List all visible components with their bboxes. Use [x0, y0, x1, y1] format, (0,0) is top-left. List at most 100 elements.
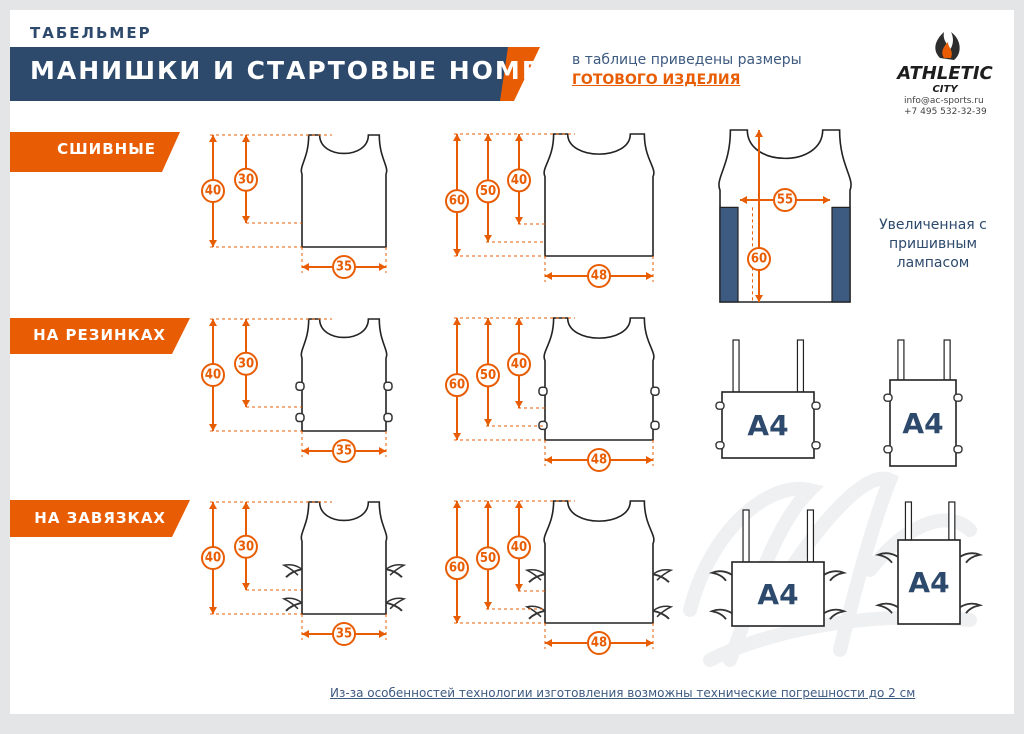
dim-small-height-armpit-circle	[234, 351, 258, 376]
contact-email[interactable]: info@ac-sports.ru	[904, 96, 984, 106]
bib-strap	[897, 339, 905, 381]
tie-right	[652, 573, 670, 583]
bib-strap	[948, 501, 956, 541]
dim-large-height-full-circle	[445, 556, 469, 581]
dim-small-height-armpit-circle	[234, 167, 258, 192]
elastic-loop-right	[383, 412, 393, 423]
dim-small-width-circle	[332, 255, 356, 279]
large-vest	[543, 133, 655, 257]
arrow-up-icon	[515, 134, 523, 141]
dim-large-height-armpit: 40	[511, 540, 527, 555]
elastic-loop-right	[811, 441, 821, 450]
dim-enlarged-height: 60	[751, 252, 767, 267]
arrow-up-icon	[209, 319, 217, 326]
arrow-down-icon	[515, 584, 523, 591]
logo-text: ATHLETIC	[895, 63, 993, 84]
dim-large-height-mid-circle	[476, 363, 500, 388]
arrow-up-icon	[755, 130, 763, 137]
arrow-right-icon	[823, 196, 830, 204]
tie-left	[285, 568, 303, 578]
arrow-down-icon	[242, 583, 250, 590]
dim-large-width-circle	[587, 631, 611, 655]
contact-phone[interactable]: +7 495 532-32-39	[904, 107, 987, 117]
small-vest	[300, 318, 388, 432]
flame-icon	[935, 32, 960, 60]
arrow-up-icon	[242, 502, 250, 509]
dim-large-height-armpit-circle	[507, 535, 531, 560]
arrow-up-icon	[453, 134, 461, 141]
tie-right	[652, 609, 670, 620]
bib-strap	[796, 339, 805, 393]
arrow-left-icon	[545, 639, 552, 647]
dim-large-height-full: 60	[449, 194, 465, 209]
dim-large-height-armpit-circle	[507, 168, 531, 193]
dim-enlarged-width-circle	[773, 188, 797, 212]
elastic-loop-left	[883, 445, 893, 454]
dim-large-height-full-circle	[445, 373, 469, 398]
arrow-up-icon	[209, 502, 217, 509]
dim-small-height-full-circle	[201, 546, 225, 570]
brand-logo: ATHLETIC CITY	[895, 32, 994, 95]
arrow-right-icon	[646, 456, 653, 464]
dim-large-height-armpit: 40	[511, 357, 527, 372]
bib-strap	[732, 339, 740, 393]
dim-small-height-full-circle	[201, 179, 225, 203]
arrow-right-icon	[646, 272, 653, 280]
dim-large-height-full: 60	[449, 561, 465, 576]
tie-right	[385, 568, 403, 578]
arrow-up-icon	[515, 501, 523, 508]
arrow-down-icon	[484, 419, 492, 426]
dim-small-height-armpit: 30	[238, 172, 254, 187]
row-label-elastic: НА РЕЗИНКАХ	[33, 326, 166, 344]
elastic-loop-left	[538, 386, 548, 396]
elastic-loop-right	[650, 386, 660, 396]
row-banner-1	[10, 132, 180, 172]
arrow-down-icon	[755, 295, 763, 302]
dim-large-height-mid-circle	[476, 546, 500, 571]
elastic-loop-right	[953, 445, 963, 454]
elastic-loop-left	[295, 381, 305, 391]
small-vest	[300, 134, 388, 248]
side-stripe-left	[719, 206, 739, 303]
arrow-up-icon	[242, 319, 250, 326]
arrow-right-icon	[379, 447, 386, 455]
dim-small-width: 35	[336, 260, 352, 275]
dim-enlarged-height-circle	[747, 247, 771, 271]
bib-label: A4	[902, 407, 943, 440]
arrow-up-icon	[484, 501, 492, 508]
elastic-loop-left	[715, 441, 725, 450]
arrow-up-icon	[515, 318, 523, 325]
tie-right	[823, 608, 848, 620]
tie-right	[959, 602, 984, 614]
dim-small-height-full: 40	[205, 184, 221, 199]
dim-large-width: 48	[591, 269, 607, 284]
dim-small-height-full: 40	[205, 551, 221, 566]
dim-large-height-full: 60	[449, 378, 465, 393]
arrow-up-icon	[484, 318, 492, 325]
arrow-down-icon	[515, 401, 523, 408]
arrow-up-icon	[242, 135, 250, 142]
arrow-up-icon	[453, 501, 461, 508]
note-line-2: ГОТОВОГО ИЗДЕЛИЯ	[572, 72, 741, 88]
dim-small-height-armpit: 30	[238, 356, 254, 371]
size-chart-page: ТАБЕЛЬМЕР МАНИШКИ И СТАРТОВЫЕ НОМЕРА в т…	[10, 10, 1014, 714]
row-banners	[10, 132, 190, 537]
arrow-left-icon	[545, 456, 552, 464]
large-vest	[543, 317, 655, 441]
arrow-down-icon	[515, 217, 523, 224]
size-diagram: 4030354030354030356050404860504048605040…	[201, 129, 984, 655]
small-vest	[300, 501, 388, 615]
dim-large-height-mid: 50	[480, 184, 496, 199]
tie-left	[528, 573, 546, 583]
tie-left	[528, 609, 546, 620]
arrow-left-icon	[302, 630, 309, 638]
elastic-loop-right	[650, 420, 660, 431]
arrow-down-icon	[484, 602, 492, 609]
dim-large-height-armpit: 40	[511, 173, 527, 188]
dim-large-width: 48	[591, 453, 607, 468]
tie-left	[285, 601, 303, 612]
large-vest	[543, 500, 655, 624]
arrow-left-icon	[302, 263, 309, 271]
arrow-up-icon	[209, 135, 217, 142]
enlarged-vest-caption: Увеличенная с пришивным лампасом	[879, 217, 987, 271]
